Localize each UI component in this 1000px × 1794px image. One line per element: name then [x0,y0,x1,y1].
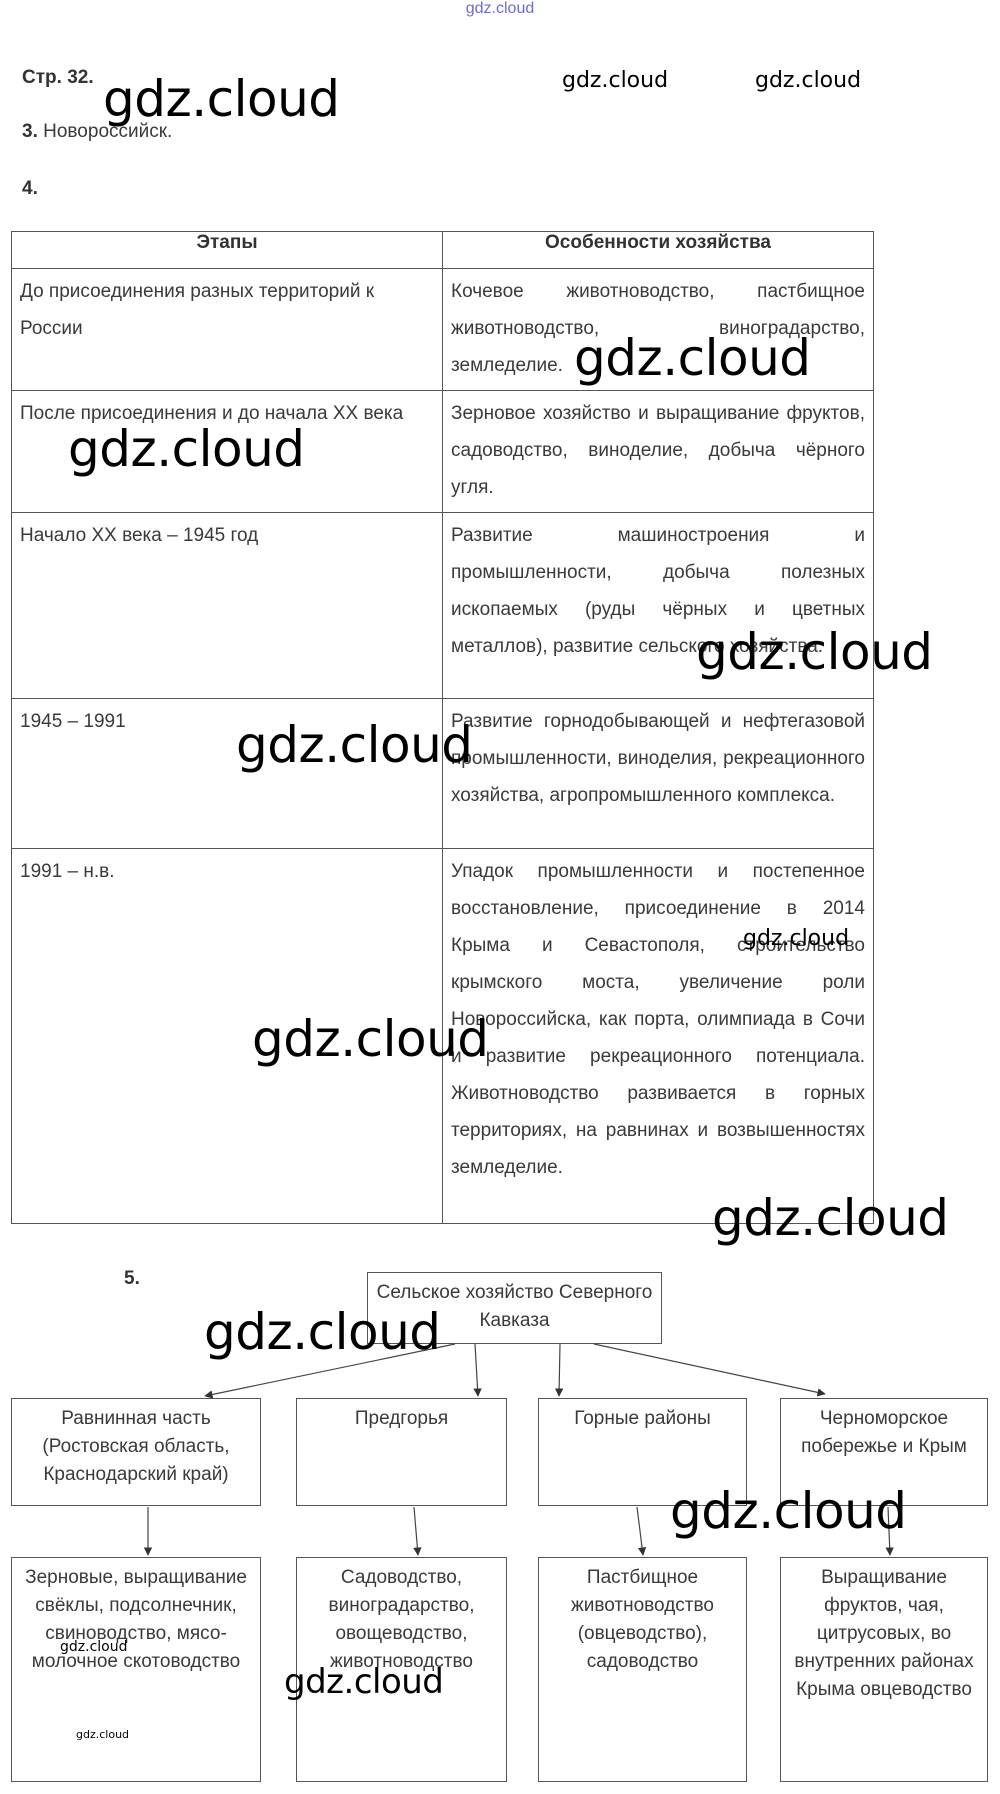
page-reference: Стр. 32. [22,67,94,88]
task3-line: 3. Новороссийск. [22,121,172,143]
specialization-box-mountains: Пастбищное животноводство (овцеводство),… [538,1557,747,1782]
stages-table: Этапы Особенности хозяйства До присоедин… [11,231,874,1224]
watermark: gdz.cloud [284,1662,444,1702]
diagram-root-box: Сельское хозяйство Северного Кавказа [367,1272,662,1344]
region-box-plain: Равнинная часть (Ростовская область, Кра… [11,1398,261,1506]
watermark: gdz.cloud [562,68,669,93]
arrow-root-to-plain [204,1343,456,1399]
watermark: gdz.cloud [68,420,305,478]
features-cell: Зерновое хозяйство и выращивание фруктов… [442,390,874,513]
watermark: gdz.cloud [712,1189,949,1247]
features-cell: Развитие горнодобывающей и нефтегазовой … [442,698,874,849]
features-cell: Упадок промышленности и постепенное восс… [442,848,874,1224]
table-row: 1945 – 1991 Развитие горнодобывающей и н… [11,698,874,849]
header-features: Особенности хозяйства [442,231,874,269]
specialization-box-foothills: Садоводство, виноградарство, овощеводств… [296,1557,507,1782]
table-row: 1991 – н.в. Упадок промышленности и пост… [11,848,874,1224]
specialization-box-plain: Зерновые, выращивание свёклы, подсолнечн… [11,1557,261,1782]
watermark: gdz.cloud [236,716,473,774]
watermark: gdz.cloud [670,1482,907,1540]
top-watermark: gdz.cloud [465,0,535,17]
arrow-root-to-mountains [554,1343,564,1397]
watermark: gdz.cloud [743,926,850,951]
header-stages: Этапы [11,231,443,269]
watermark: gdz.cloud [76,1728,130,1741]
watermark: gdz.cloud [574,329,811,387]
watermark: gdz.cloud [103,70,340,128]
arrow-mountains-to-spec [636,1506,647,1556]
watermark: gdz.cloud [204,1303,441,1361]
watermark: gdz.cloud [696,623,933,681]
features-cell: Развитие машиностроения и промышленности… [442,512,874,699]
task3-answer: Новороссийск. [43,121,173,142]
table-row: До присоединения разных территорий к Рос… [11,268,874,391]
watermark: gdz.cloud [60,1639,128,1655]
table-row: Начало XX века – 1945 год Развитие машин… [11,512,874,699]
arrow-root-to-foothills [473,1343,482,1397]
table-row: После присоединения и до начала XX века … [11,390,874,513]
arrow-blacksea-to-spec [885,1506,894,1556]
watermark: gdz.cloud [252,1010,489,1068]
arrow-foothills-to-spec [413,1506,422,1556]
task3-number: 3. [22,121,38,142]
specialization-box-blacksea-crimea: Выращивание фруктов, чая, цитрусовых, во… [780,1557,988,1782]
region-box-foothills: Предгорья [296,1398,507,1506]
arrow-root-to-blacksea [593,1343,826,1397]
watermark: gdz.cloud [755,68,862,93]
task5-number: 5. [124,1268,140,1289]
region-box-blacksea-crimea: Черноморское побережье и Крым [780,1398,988,1506]
stage-cell: 1991 – н.в. [11,848,443,1224]
task4-number: 4. [22,178,38,199]
table-header-row: Этапы Особенности хозяйства [11,231,874,269]
stage-cell: Начало XX века – 1945 год [11,512,443,699]
region-box-mountains: Горные районы [538,1398,747,1506]
stage-cell: 1945 – 1991 [11,698,443,849]
stage-cell: До присоединения разных территорий к Рос… [11,268,443,391]
